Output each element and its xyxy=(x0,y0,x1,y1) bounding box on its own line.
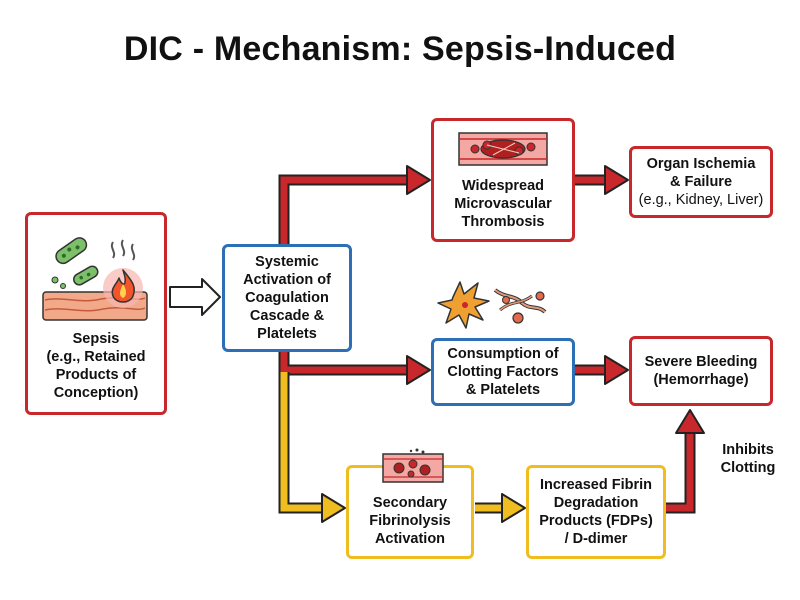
bleeding-line: (Hemorrhage) xyxy=(653,372,749,388)
fdp-line: Degradation xyxy=(553,495,639,511)
node-organ-ischemia: Organ Ischemia & Failure (e.g., Kidney, … xyxy=(629,146,773,218)
consumption-line: & Platelets xyxy=(465,382,541,398)
arrow-systemic-to-fibrinolysis xyxy=(278,372,325,514)
fragmented-clot-icon xyxy=(382,448,444,483)
node-microvascular-thrombosis: Widespread Microvascular Thrombosis xyxy=(431,118,575,242)
consumption-line: Consumption of xyxy=(447,346,559,362)
organ-line: & Failure xyxy=(669,174,733,190)
arrow-systemic-to-thrombosis xyxy=(278,174,410,244)
node-sepsis: Sepsis (e.g., Retained Products of Conce… xyxy=(25,212,167,415)
thrombosis-line: Widespread xyxy=(461,178,545,194)
node-fdp-d-dimer: Increased Fibrin Degradation Products (F… xyxy=(526,465,666,559)
sepsis-line: (e.g., Retained xyxy=(46,349,146,365)
organ-examples: (e.g., Kidney, Liver) xyxy=(638,192,764,208)
bleeding-line: Severe Bleeding xyxy=(644,354,758,370)
platelet-fibrin-icon xyxy=(437,281,547,329)
fdp-line: Increased Fibrin xyxy=(539,477,652,493)
thrombosis-line: Thrombosis xyxy=(461,214,545,230)
sepsis-line: Sepsis xyxy=(72,331,120,347)
edge-label-line: Inhibits xyxy=(722,442,774,458)
node-secondary-fibrinolysis: Secondary Fibrinolysis Activation xyxy=(346,448,474,559)
sepsis-line: Conception) xyxy=(53,385,139,401)
edge-label-inhibits-clotting: Inhibits Clotting xyxy=(712,441,784,477)
sepsis-line: Products of xyxy=(55,367,137,383)
systemic-line: Systemic xyxy=(255,254,319,270)
systemic-line: Activation of xyxy=(243,272,331,288)
consumption-line: Clotting Factors xyxy=(447,364,559,380)
fdp-line: / D-dimer xyxy=(564,531,628,547)
node-systemic-activation: Systemic Activation of Coagulation Casca… xyxy=(222,244,352,352)
systemic-line: Platelets xyxy=(257,326,317,342)
fibrinolysis-line: Fibrinolysis xyxy=(369,513,451,529)
thrombosis-line: Microvascular xyxy=(454,196,552,212)
bacteria-flame-tissue-icon xyxy=(42,237,148,321)
arrow-sepsis-to-systemic xyxy=(169,278,221,316)
clot-vessel-icon xyxy=(458,132,548,166)
diagram-title: DIC - Mechanism: Sepsis-Induced xyxy=(123,30,677,68)
fibrinolysis-line: Activation xyxy=(374,531,446,547)
edge-label-line: Clotting xyxy=(720,460,776,476)
fdp-line: Products (FDPs) xyxy=(539,513,653,529)
systemic-line: Coagulation xyxy=(245,290,329,306)
systemic-line: Cascade & xyxy=(249,308,325,324)
node-severe-bleeding: Severe Bleeding (Hemorrhage) xyxy=(629,336,773,406)
arrow-fdp-to-bleeding xyxy=(665,430,696,514)
node-consumption: Consumption of Clotting Factors & Platel… xyxy=(431,338,575,406)
organ-line: Organ Ischemia xyxy=(646,156,756,172)
fibrinolysis-line: Secondary xyxy=(372,495,448,511)
